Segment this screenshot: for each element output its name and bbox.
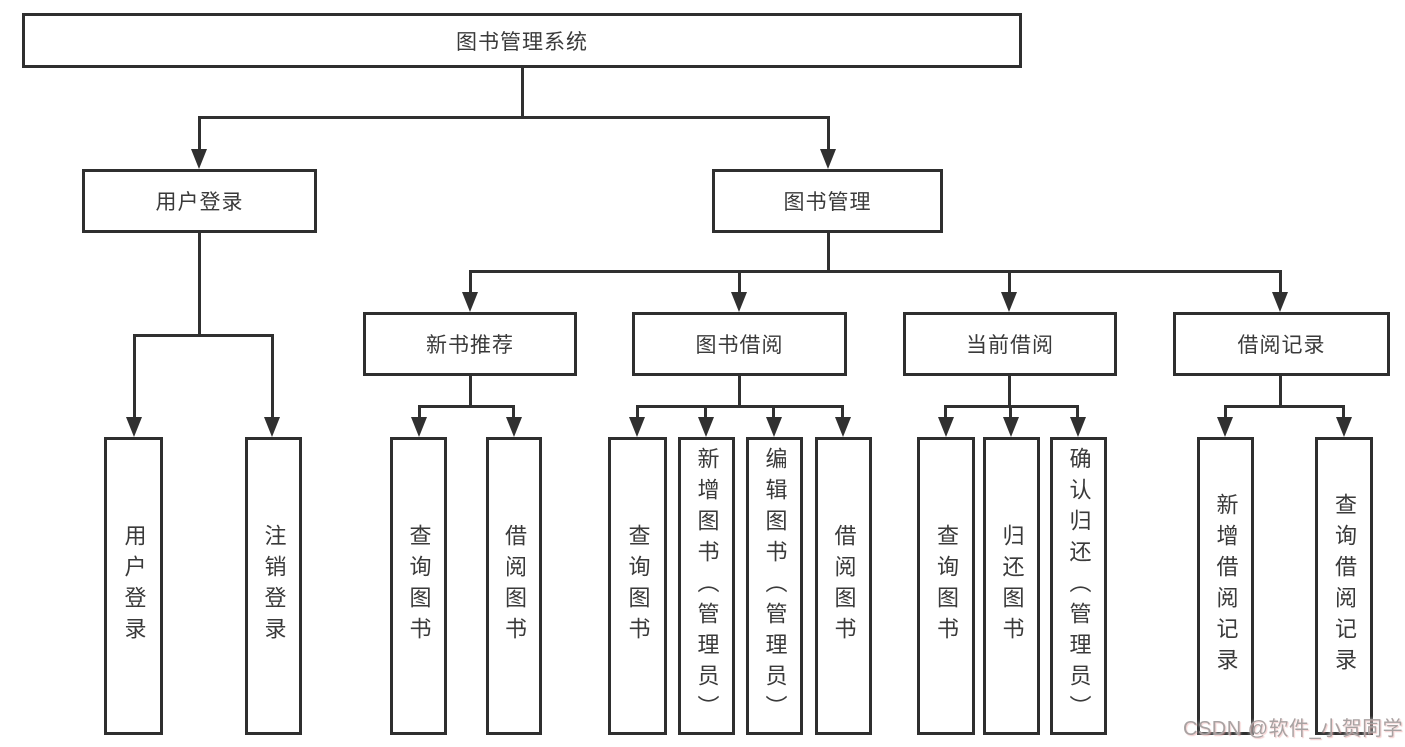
node-user-login: 用户登录: [82, 169, 317, 233]
arrow-down-icon: [835, 417, 851, 437]
node-logout-label: 注销登录: [261, 524, 287, 648]
node-user-login-label: 用户登录: [155, 191, 244, 214]
arrow-down-icon: [1217, 417, 1233, 437]
connector-line: [469, 376, 472, 407]
connector-line: [198, 233, 201, 336]
node-new-book-recommendation-label: 新书推荐: [426, 334, 514, 357]
node-new-book-recommendation: 新书推荐: [363, 312, 577, 376]
connector-line: [1279, 376, 1282, 407]
node-return-books: 归还图书: [983, 437, 1040, 735]
arrow-down-icon: [462, 292, 478, 312]
arrow-down-icon: [938, 417, 954, 437]
arrow-down-icon: [1070, 417, 1086, 437]
connector-line: [1009, 405, 1012, 419]
connector-line: [841, 405, 844, 419]
connector-line: [944, 405, 947, 419]
node-confirm-return-admin-label: 确认归还（管理员）: [1066, 446, 1092, 726]
node-current-borrowing: 当前借阅: [903, 312, 1117, 376]
connector-line: [133, 334, 274, 337]
node-add-books-admin: 新增图书（管理员）: [678, 437, 735, 735]
connector-line: [738, 376, 741, 407]
connector-line: [1076, 405, 1079, 419]
node-borrow-books-borrowing: 借阅图书: [815, 437, 872, 735]
arrow-down-icon: [1003, 417, 1019, 437]
node-query-books-borrowing-label: 查询图书: [625, 524, 651, 648]
node-add-borrow-record: 新增借阅记录: [1197, 437, 1254, 735]
node-return-books-label: 归还图书: [999, 524, 1025, 648]
node-query-books-current: 查询图书: [917, 437, 975, 735]
connector-line: [827, 116, 830, 152]
connector-line: [198, 116, 830, 119]
node-query-books-recommend-label: 查询图书: [406, 524, 432, 648]
connector-line: [636, 405, 844, 408]
connector-line: [198, 116, 201, 152]
node-confirm-return-admin: 确认归还（管理员）: [1050, 437, 1107, 735]
csdn-watermark: CSDN @软件_小贺同学: [1183, 718, 1404, 740]
node-borrow-books-recommend: 借阅图书: [486, 437, 542, 735]
node-borrow-books-borrowing-label: 借阅图书: [831, 524, 857, 648]
connector-line: [418, 405, 421, 419]
arrow-down-icon: [191, 149, 207, 169]
node-logout: 注销登录: [245, 437, 302, 735]
connector-line: [271, 334, 274, 420]
connector-line: [1008, 376, 1011, 407]
arrow-down-icon: [126, 417, 142, 437]
node-edit-books-admin-label: 编辑图书（管理员）: [762, 446, 788, 726]
connector-line: [1224, 405, 1345, 408]
connector-line: [512, 405, 515, 419]
node-book-borrowing: 图书借阅: [632, 312, 847, 376]
node-borrowing-records-label: 借阅记录: [1237, 334, 1326, 357]
node-root-label: 图书管理系统: [456, 30, 588, 54]
node-user-login-leaf-label: 用户登录: [121, 524, 147, 648]
connector-line: [469, 270, 1282, 273]
connector-line: [1279, 270, 1282, 295]
node-query-borrow-record-label: 查询借阅记录: [1332, 493, 1357, 679]
connector-line: [772, 405, 775, 419]
node-query-books-current-label: 查询图书: [934, 524, 959, 648]
node-book-management: 图书管理: [712, 169, 943, 233]
connector-line: [704, 405, 707, 419]
arrow-down-icon: [629, 417, 645, 437]
arrow-down-icon: [820, 149, 836, 169]
node-query-borrow-record: 查询借阅记录: [1315, 437, 1373, 735]
node-query-books-recommend: 查询图书: [390, 437, 447, 735]
connector-line: [469, 270, 472, 295]
connector-line: [1342, 405, 1345, 419]
arrow-down-icon: [731, 292, 747, 312]
connector-line: [521, 68, 524, 117]
arrow-down-icon: [506, 417, 522, 437]
node-borrowing-records: 借阅记录: [1173, 312, 1390, 376]
connector-line: [418, 405, 515, 408]
connector-line: [738, 270, 741, 295]
node-add-books-admin-label: 新增图书（管理员）: [694, 446, 720, 726]
node-user-login-leaf: 用户登录: [104, 437, 163, 735]
arrow-down-icon: [1336, 417, 1352, 437]
node-edit-books-admin: 编辑图书（管理员）: [746, 437, 803, 735]
node-root: 图书管理系统: [22, 13, 1022, 68]
connector-line: [827, 233, 830, 272]
connector-line: [1008, 270, 1011, 295]
arrow-down-icon: [264, 417, 280, 437]
node-book-management-label: 图书管理: [783, 191, 872, 214]
arrow-down-icon: [1272, 292, 1288, 312]
arrow-down-icon: [1001, 292, 1017, 312]
node-query-books-borrowing: 查询图书: [608, 437, 667, 735]
node-current-borrowing-label: 当前借阅: [966, 334, 1054, 357]
arrow-down-icon: [766, 417, 782, 437]
connector-line: [636, 405, 639, 419]
node-borrow-books-recommend-label: 借阅图书: [502, 524, 527, 648]
arrow-down-icon: [411, 417, 427, 437]
connector-line: [133, 334, 136, 420]
node-book-borrowing-label: 图书借阅: [695, 334, 784, 357]
connector-line: [1224, 405, 1227, 419]
arrow-down-icon: [698, 417, 714, 437]
node-add-borrow-record-label: 新增借阅记录: [1213, 493, 1239, 679]
